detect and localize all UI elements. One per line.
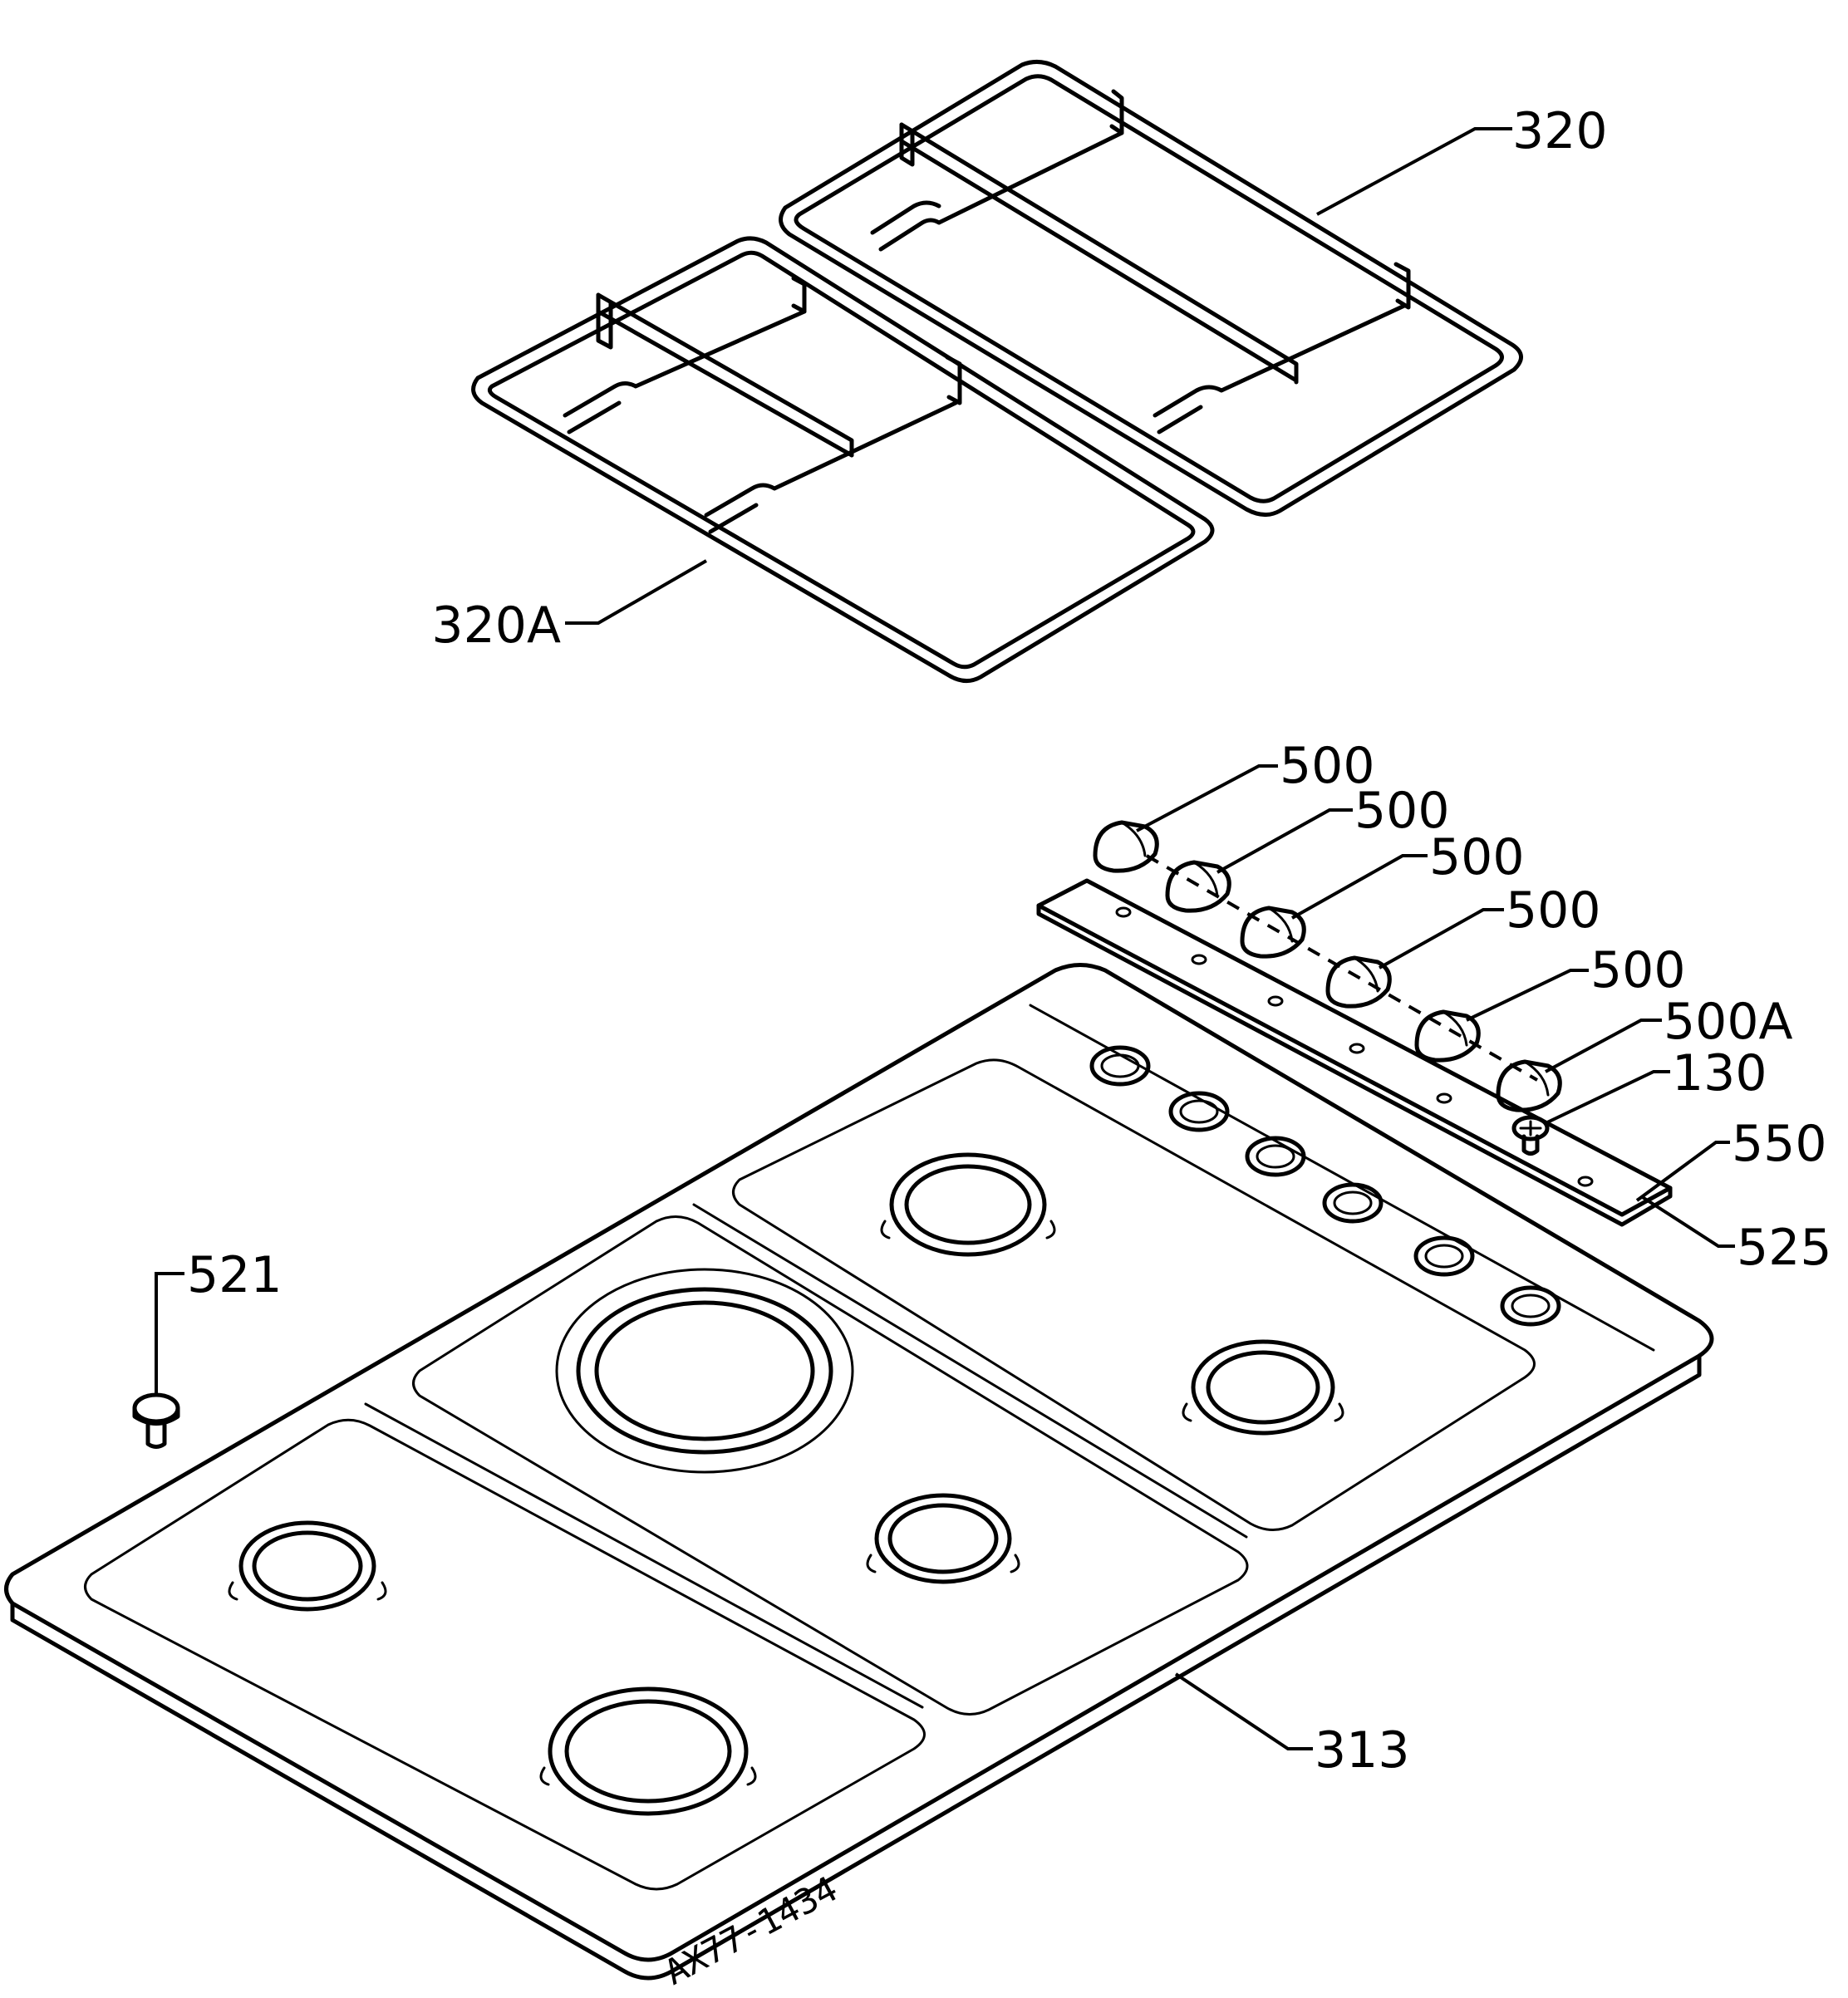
callout-550: 550 [1732,1115,1827,1173]
pan-support-grid-left [471,236,1215,683]
callout-500-4: 500 [1506,881,1601,940]
callout-500-3: 500 [1429,828,1525,886]
knob-2 [1165,860,1231,913]
burner-middle-rapid [555,1268,854,1474]
callout-320: 320 [1512,102,1608,160]
callout-500-5: 500 [1590,941,1686,999]
screw [1511,1115,1550,1156]
burner-middle-small [866,1493,1020,1584]
callout-525: 525 [1737,1219,1832,1277]
control-knobs [1093,820,1562,1112]
callout-130: 130 [1672,1044,1767,1102]
knob-4 [1325,955,1392,1009]
callout-500a: 500A [1664,993,1793,1051]
leader-lines [155,127,1735,1750]
burner-front-left-small [228,1520,387,1612]
hob-top [4,963,1714,1981]
callouts: 320 320A 500 500 500 500 500 500A 130 55… [187,102,1832,1993]
pan-support-grid-right [779,60,1523,517]
control-panel [1036,854,1673,1227]
callout-313: 313 [1315,1721,1410,1780]
knob-spindle-holes [1089,1045,1561,1327]
callout-500-1: 500 [1280,737,1375,795]
callout-500-2: 500 [1354,782,1450,840]
foot [132,1392,180,1449]
callout-521: 521 [187,1246,283,1304]
burner-front-right-large [539,1686,757,1816]
callout-320a: 320A [431,596,561,655]
knob-3 [1240,906,1306,959]
knob-5 [1414,1009,1481,1063]
burner-back-left [880,1152,1056,1257]
burner-back-right [1182,1339,1344,1436]
knob-6 [1496,1059,1562,1112]
knob-1 [1093,820,1159,873]
reference-code: AX77-1434 [658,1868,844,1993]
